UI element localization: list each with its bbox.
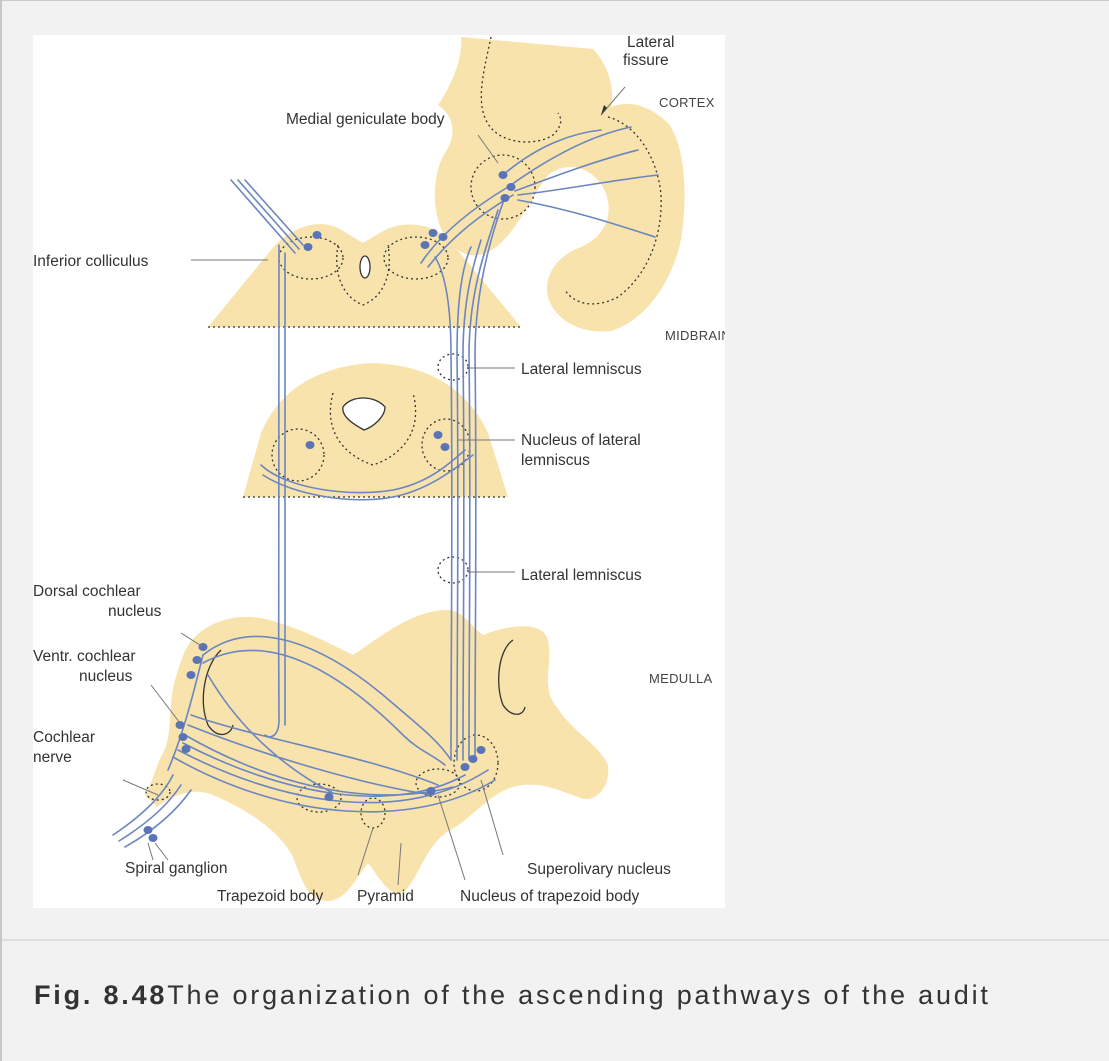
label-lateral-lemniscus-lower: Lateral lemniscus (521, 567, 642, 584)
label-cochlear-nerve-line2: nerve (33, 749, 72, 766)
medulla-shape (145, 610, 608, 901)
label-lateral-fissure-line1: Lateral (627, 35, 674, 51)
label-lateral-lemniscus-upper: Lateral lemniscus (521, 361, 642, 378)
label-nucleus-lateral-lemniscus-line2: lemniscus (521, 452, 590, 469)
auditory-pathway-diagram: Lateral fissure CORTEX Medial geniculate… (33, 35, 725, 908)
label-medial-geniculate: Medial geniculate body (286, 111, 445, 128)
label-cortex: CORTEX (659, 95, 715, 110)
figure-number: Fig. 8.48 (34, 980, 167, 1010)
label-nucleus-trapezoid: Nucleus of trapezoid body (460, 888, 639, 905)
tissue-shapes (145, 37, 685, 901)
label-pyramid: Pyramid (357, 888, 414, 905)
label-midbrain: MIDBRAIN (665, 328, 725, 343)
label-inferior-colliculus: Inferior colliculus (33, 253, 149, 270)
figure-panel: Lateral fissure CORTEX Medial geniculate… (33, 35, 725, 908)
pons-shape (243, 363, 508, 497)
figure-caption: Fig. 8.48The organization of the ascendi… (34, 980, 1109, 1011)
label-spiral-ganglion: Spiral ganglion (125, 860, 228, 877)
label-nucleus-lateral-lemniscus-line1: Nucleus of lateral (521, 432, 641, 449)
caption-divider (2, 939, 1109, 941)
label-dorsal-cochlear-line1: Dorsal cochlear (33, 583, 141, 600)
label-medulla: MEDULLA (649, 671, 713, 686)
label-cochlear-nerve-line1: Cochlear (33, 729, 95, 746)
label-dorsal-cochlear-line2: nucleus (108, 603, 162, 620)
caption-text: The organization of the ascending pathwa… (167, 980, 990, 1010)
label-ventral-cochlear-line2: nucleus (79, 668, 133, 685)
label-lateral-fissure-line2: fissure (623, 52, 669, 69)
label-ventral-cochlear-line1: Ventr. cochlear (33, 648, 136, 665)
label-trapezoid-body: Trapezoid body (217, 888, 324, 905)
label-superolivary: Superolivary nucleus (527, 861, 671, 878)
